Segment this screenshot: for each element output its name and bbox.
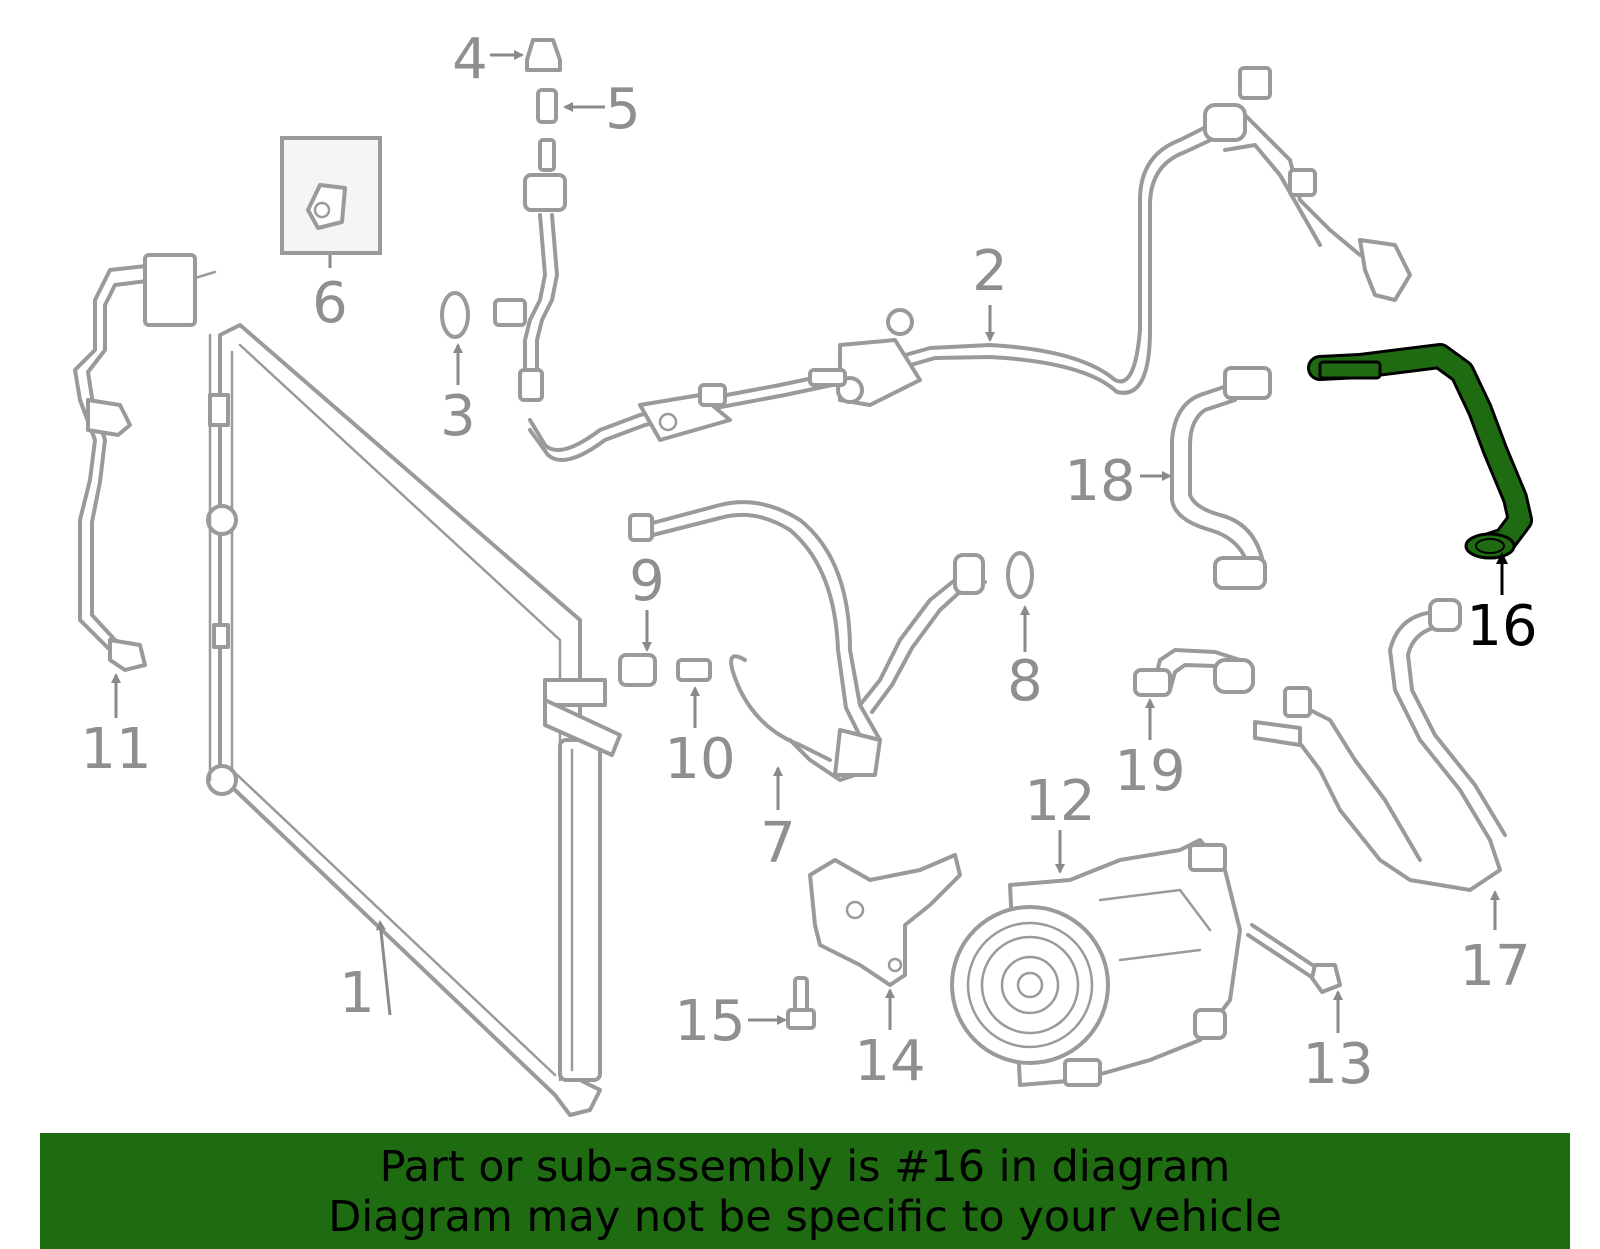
leader-1	[375, 920, 392, 1016]
callout-9: 9	[629, 549, 665, 614]
part-16-highlighted-hose	[1307, 343, 1533, 560]
part-9-cap	[618, 653, 657, 687]
callout-1: 1	[339, 961, 375, 1026]
part-12-compressor	[950, 838, 1242, 1087]
callout-2: 2	[972, 239, 1008, 304]
part-8-o-ring	[1006, 551, 1034, 599]
part-10-valve-core	[676, 658, 712, 682]
callout-10: 10	[664, 727, 735, 792]
callout-3: 3	[440, 384, 476, 449]
part-7-suction-hose	[628, 500, 987, 782]
footer-banner: Part or sub-assembly is #16 in diagram D…	[40, 1133, 1570, 1249]
part-15-bolt	[786, 976, 816, 1030]
callout-7: 7	[760, 811, 796, 876]
part-6-pressure-switch	[280, 136, 382, 255]
callout-13: 13	[1302, 1032, 1373, 1097]
callout-4: 4	[452, 27, 488, 92]
part-14-bracket	[808, 853, 962, 987]
callout-6: 6	[312, 271, 348, 336]
part-2-line-assembly	[528, 66, 1412, 462]
part-17-hose-assembly	[1253, 598, 1507, 892]
part-11-line	[73, 253, 217, 672]
callout-16: 16	[1466, 594, 1537, 659]
callout-15: 15	[674, 989, 745, 1054]
callout-5: 5	[605, 77, 641, 142]
callout-14: 14	[854, 1029, 925, 1094]
callout-8: 8	[1007, 649, 1043, 714]
part-13-bolt	[1246, 923, 1342, 994]
footer-line-2: Diagram may not be specific to your vehi…	[328, 1192, 1282, 1242]
part-service-line	[493, 138, 567, 402]
callout-19: 19	[1114, 739, 1185, 804]
part-3-o-ring	[440, 291, 470, 339]
part-4-cap	[525, 38, 562, 72]
part-19-hose	[1133, 648, 1255, 697]
callout-12: 12	[1024, 769, 1095, 834]
part-1-condenser	[206, 323, 622, 1117]
part-5-valve-core	[536, 88, 558, 124]
callout-18: 18	[1064, 449, 1135, 514]
callout-17: 17	[1459, 934, 1530, 999]
callout-11: 11	[80, 717, 151, 782]
footer-line-1: Part or sub-assembly is #16 in diagram	[379, 1142, 1231, 1192]
part-18-hose	[1170, 366, 1272, 590]
